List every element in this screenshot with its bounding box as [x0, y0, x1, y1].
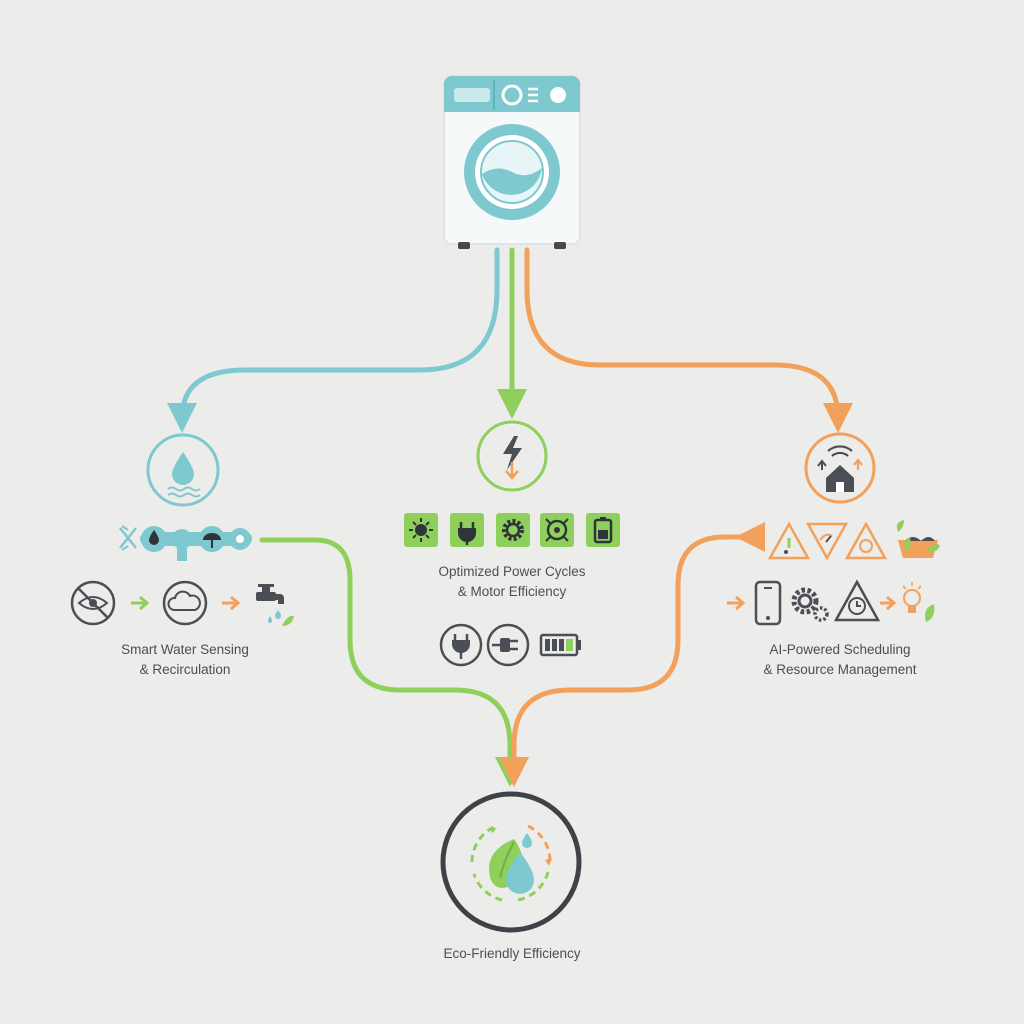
clock-triangle-dark-icon	[833, 579, 881, 622]
light-bulb-icon	[902, 582, 935, 622]
energy-label-line2: & Motor Efficiency	[457, 584, 567, 599]
outcome-label-text: Eco-Friendly Efficiency	[443, 946, 581, 961]
pipe-system-icon	[119, 525, 252, 561]
orange-outcome-line	[499, 522, 765, 787]
washing-machine-icon	[443, 75, 581, 249]
clock-triangle-icon	[844, 521, 888, 560]
lightning-icon	[476, 420, 548, 492]
water-connector-line	[167, 247, 500, 433]
battery-icon	[586, 513, 620, 547]
water-label-line2: & Recirculation	[139, 662, 231, 677]
energy-branch-label: Optimized Power Cycles & Motor Efficienc…	[412, 562, 612, 602]
ai-label-line2: & Resource Management	[763, 662, 917, 677]
plug-circle-icon	[439, 623, 483, 667]
small-arrow-icon	[131, 595, 150, 611]
battery-full-icon	[539, 633, 581, 657]
motor-icon	[540, 513, 574, 547]
sun-icon	[404, 513, 438, 547]
faucet-icon	[256, 584, 294, 626]
water-drop-icon	[146, 433, 220, 507]
small-arrow-icon	[727, 595, 746, 611]
ai-connector-line	[524, 247, 853, 433]
ai-branch-label: AI-Powered Scheduling & Resource Managem…	[740, 640, 940, 680]
gear-icon	[496, 513, 530, 547]
smartphone-icon	[754, 580, 782, 626]
energy-label-line1: Optimized Power Cycles	[438, 564, 586, 579]
gears-icon	[791, 587, 829, 622]
ai-label-line1: AI-Powered Scheduling	[769, 642, 911, 657]
small-arrow-icon	[880, 595, 897, 611]
water-label-line1: Smart Water Sensing	[121, 642, 249, 657]
water-branch-label: Smart Water Sensing & Recirculation	[100, 640, 270, 680]
gauge-triangle-icon	[805, 522, 849, 561]
warning-triangle-icon	[767, 521, 811, 560]
plant-basket-icon	[896, 520, 940, 558]
outcome-label: Eco-Friendly Efficiency	[412, 944, 612, 964]
cloud-icon	[162, 580, 208, 626]
plug-icon	[450, 513, 484, 547]
eye-crossed-icon	[70, 580, 116, 626]
eco-leaf-drop-icon	[440, 791, 582, 933]
smart-home-icon	[804, 432, 876, 504]
connector-circle-icon	[486, 623, 530, 667]
small-arrow-icon	[222, 595, 241, 611]
green-outcome-line	[259, 537, 525, 787]
